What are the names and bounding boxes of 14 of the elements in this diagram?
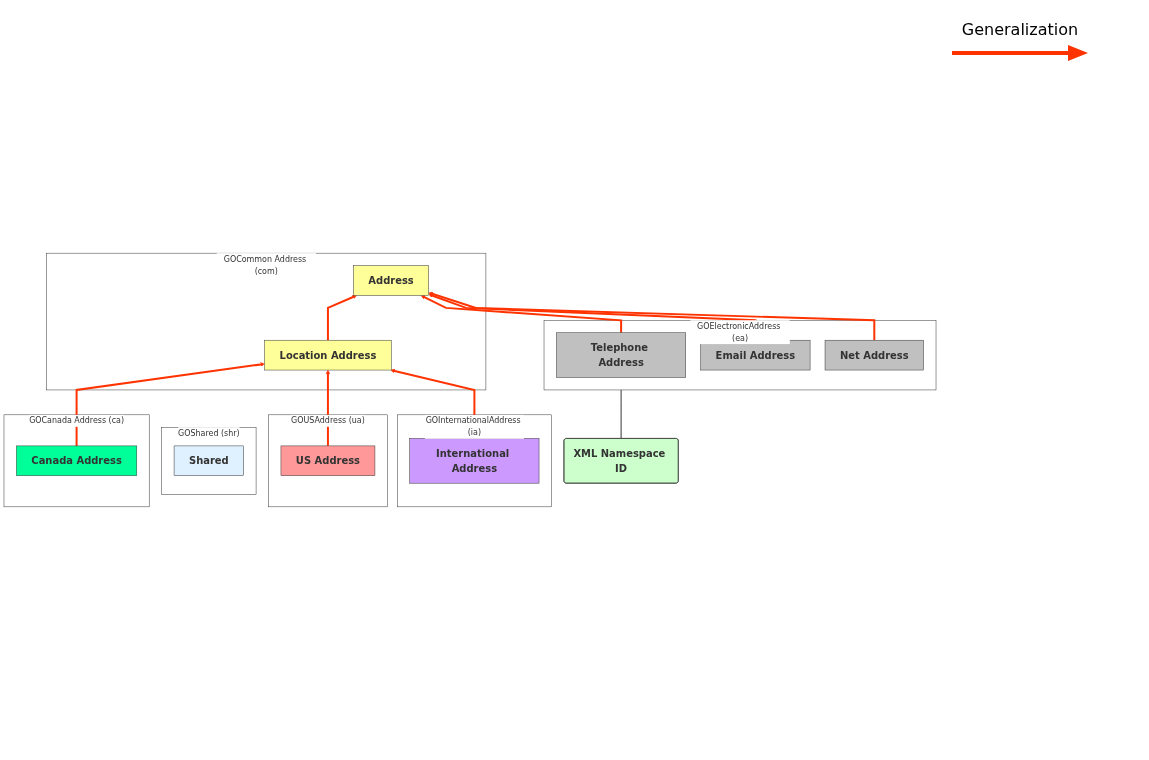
arrow [420,295,623,334]
arrow [75,362,265,447]
node-box: Address [353,265,429,296]
node-box: Telephone Address [556,332,686,378]
legend-label: Generalization [961,20,1079,39]
node-box: Shared [173,445,244,476]
node-box: Canada Address [16,445,138,476]
node-box: US Address [280,445,376,476]
node-box: Location Address [264,339,392,371]
node-box: International Address [409,438,540,484]
arrow [326,295,357,342]
connector [620,389,622,439]
node-box: Net Address [824,339,924,371]
arrow [428,291,876,342]
